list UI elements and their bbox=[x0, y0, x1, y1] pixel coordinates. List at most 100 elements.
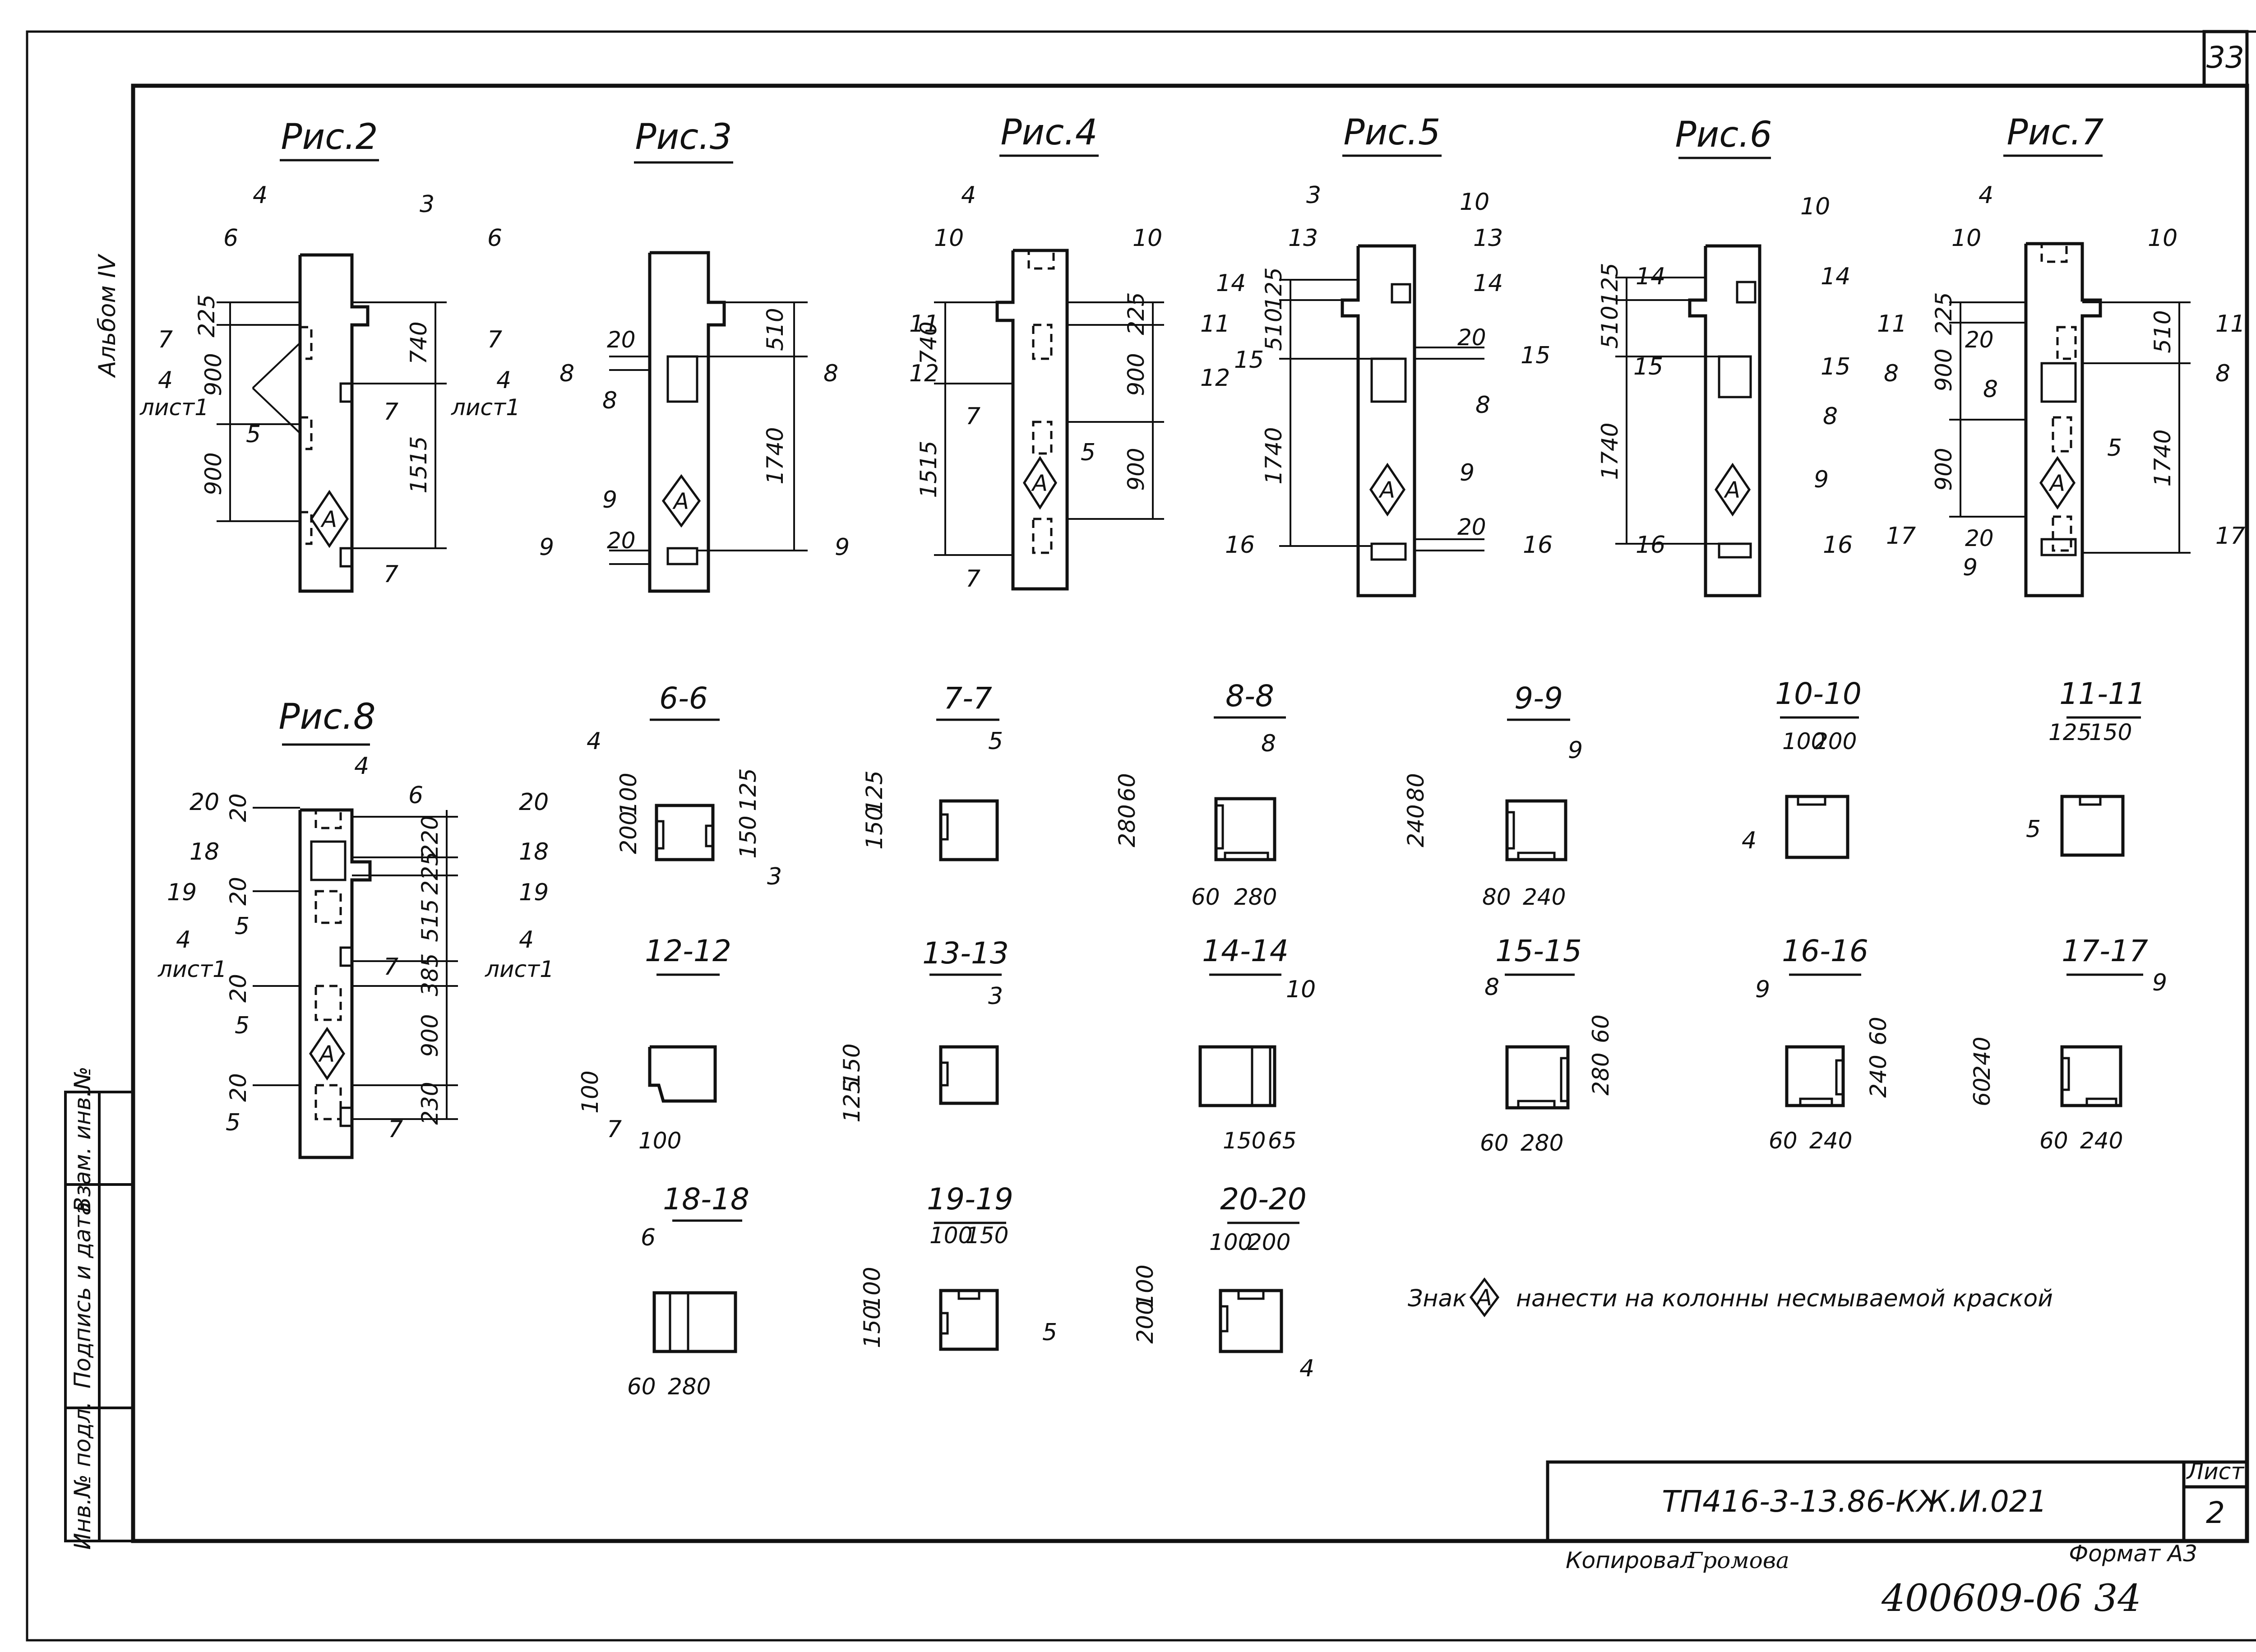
section-9-9: 9-9 240 80 80 240 9 bbox=[1403, 681, 1583, 910]
section-mark: 17 bbox=[1886, 523, 1916, 550]
section-title: 12-12 bbox=[645, 934, 731, 968]
note: Знак А нанести на колонны несмываемой кр… bbox=[1408, 1277, 2053, 1318]
dim: 280 bbox=[1588, 1052, 1614, 1095]
section-mark: 4 bbox=[519, 926, 534, 953]
section-mark: 18 bbox=[190, 838, 219, 865]
dim: 125 bbox=[839, 1079, 865, 1122]
figure-ris8: Рис.8 А 20 20 20 2 bbox=[157, 697, 554, 1159]
item-3: 3 bbox=[1306, 182, 1321, 209]
dim-230: 230 bbox=[417, 1082, 443, 1124]
section-mark: 19 bbox=[519, 879, 549, 906]
dimension-lines bbox=[217, 301, 447, 549]
dim-740: 740 bbox=[915, 321, 942, 364]
dim-510: 510 bbox=[1597, 305, 1623, 348]
dim: 200 bbox=[615, 811, 642, 854]
item-5: 5 bbox=[246, 421, 261, 448]
section-title: 14-14 bbox=[1202, 934, 1289, 968]
section-mark: 16 bbox=[1823, 532, 1853, 559]
section-sheet-ref: лист1 bbox=[485, 956, 554, 982]
section-15-15: 15-15 60 280 60 280 8 bbox=[1480, 934, 1614, 1156]
embedded-part bbox=[1718, 542, 1752, 559]
dim-515: 515 bbox=[417, 899, 443, 942]
section-mark: 17 bbox=[2215, 523, 2245, 550]
section-mark: 8 bbox=[559, 360, 574, 387]
item: 10 bbox=[1286, 976, 1316, 1003]
item: 3 bbox=[767, 863, 782, 890]
dim: 240 bbox=[1865, 1055, 1891, 1097]
item-9: 9 bbox=[1460, 459, 1475, 486]
section-mark: 7 bbox=[158, 326, 173, 353]
figure-title: Рис.4 bbox=[1000, 112, 1097, 153]
marker-diamond-icon bbox=[661, 474, 701, 528]
section-sheet-ref: лист1 bbox=[139, 394, 209, 421]
marker-diamond-icon bbox=[1469, 1277, 1500, 1318]
section-17-17: 17-17 60 240 60 240 9 bbox=[1969, 934, 2167, 1154]
embedded-parts bbox=[299, 326, 313, 545]
marker-diamond-icon bbox=[1714, 463, 1751, 517]
marker-diamond-icon bbox=[1369, 463, 1406, 517]
section-mark: 4 bbox=[496, 367, 511, 394]
dim: 240 bbox=[1523, 884, 1566, 910]
section-mark: 18 bbox=[519, 838, 549, 865]
embedded-part bbox=[666, 547, 698, 565]
dim-20: 20 bbox=[225, 974, 251, 1003]
section-mark: 8 bbox=[2215, 360, 2230, 387]
dimension-lines bbox=[934, 301, 1164, 556]
item-7: 7 bbox=[384, 953, 398, 981]
section-mark: 9 bbox=[835, 534, 850, 561]
marker-letter: А bbox=[320, 506, 337, 532]
figure-ris6: Рис.6 А 125 510 1740 8 9 10 14 14 15 15 … bbox=[1597, 115, 1853, 597]
item-5: 5 bbox=[226, 1109, 240, 1136]
figure-ris4: Рис.4 А 740 1515 225 900 900 4 5 7 bbox=[909, 112, 1230, 592]
section-title: 16-16 bbox=[1782, 934, 1868, 968]
dim: 60 bbox=[1769, 1128, 1798, 1154]
dim-1515: 1515 bbox=[915, 440, 942, 498]
section-mark: 20 bbox=[519, 789, 549, 816]
dim-900: 900 bbox=[200, 353, 227, 396]
embedded-part bbox=[1370, 542, 1407, 561]
section-mark: 10 bbox=[1133, 225, 1162, 252]
item: 5 bbox=[1042, 1319, 1057, 1346]
section-mark: 8 bbox=[1884, 360, 1899, 387]
section-mark: 13 bbox=[1288, 225, 1318, 252]
dim-1740: 1740 bbox=[762, 427, 788, 484]
marker-letter: А bbox=[1724, 477, 1740, 503]
marker-letter: А bbox=[1378, 477, 1395, 503]
marker-letter: А bbox=[672, 488, 689, 514]
section-title: 13-13 bbox=[922, 936, 1009, 971]
solid-parts bbox=[339, 382, 353, 568]
dim: 100 bbox=[638, 1128, 681, 1154]
item-7: 7 bbox=[966, 565, 980, 592]
dim: 100 bbox=[1132, 1264, 1158, 1307]
dim-20: 20 bbox=[1965, 525, 1994, 551]
dim-125: 125 bbox=[1261, 267, 1287, 310]
item: 8 bbox=[1484, 974, 1499, 1001]
section-mark: 10 bbox=[1951, 225, 1981, 252]
section-mark: 12 bbox=[909, 360, 939, 387]
dim: 60 bbox=[1114, 773, 1140, 802]
dim-20: 20 bbox=[225, 877, 251, 906]
dim: 200 bbox=[1132, 1300, 1158, 1343]
embedded-part bbox=[339, 946, 353, 967]
section-title: 19-19 bbox=[927, 1182, 1013, 1217]
section-title: 11-11 bbox=[2059, 676, 2146, 711]
note-prefix: Знак bbox=[1408, 1285, 1467, 1312]
section-mark: 16 bbox=[1225, 532, 1255, 559]
section-6-6: 6-6 200 100 125 150 3 4 bbox=[587, 681, 782, 890]
dimension-lines bbox=[1279, 279, 1484, 551]
section-mark: 19 bbox=[167, 879, 197, 906]
item: 5 bbox=[2026, 816, 2041, 843]
section-11-11: 11-11 125 150 5 bbox=[2026, 676, 2146, 857]
album-label: Альбом IV bbox=[94, 254, 121, 378]
item-9: 9 bbox=[602, 486, 617, 514]
sheet-label: Лист bbox=[2186, 1458, 2245, 1485]
item-10: 10 bbox=[1800, 193, 1830, 220]
item-7: 7 bbox=[388, 1116, 403, 1143]
dimension-lines bbox=[609, 301, 808, 565]
dim: 150 bbox=[839, 1043, 865, 1086]
section-title: 20-20 bbox=[1220, 1182, 1307, 1217]
paper-format: Формат А3 bbox=[2069, 1541, 2197, 1567]
dim-220: 220 bbox=[417, 815, 443, 858]
figure-ris3: Рис.3 А 510 1740 20 20 8 9 8 8 9 9 bbox=[539, 117, 850, 593]
embedded-parts bbox=[314, 809, 342, 1120]
